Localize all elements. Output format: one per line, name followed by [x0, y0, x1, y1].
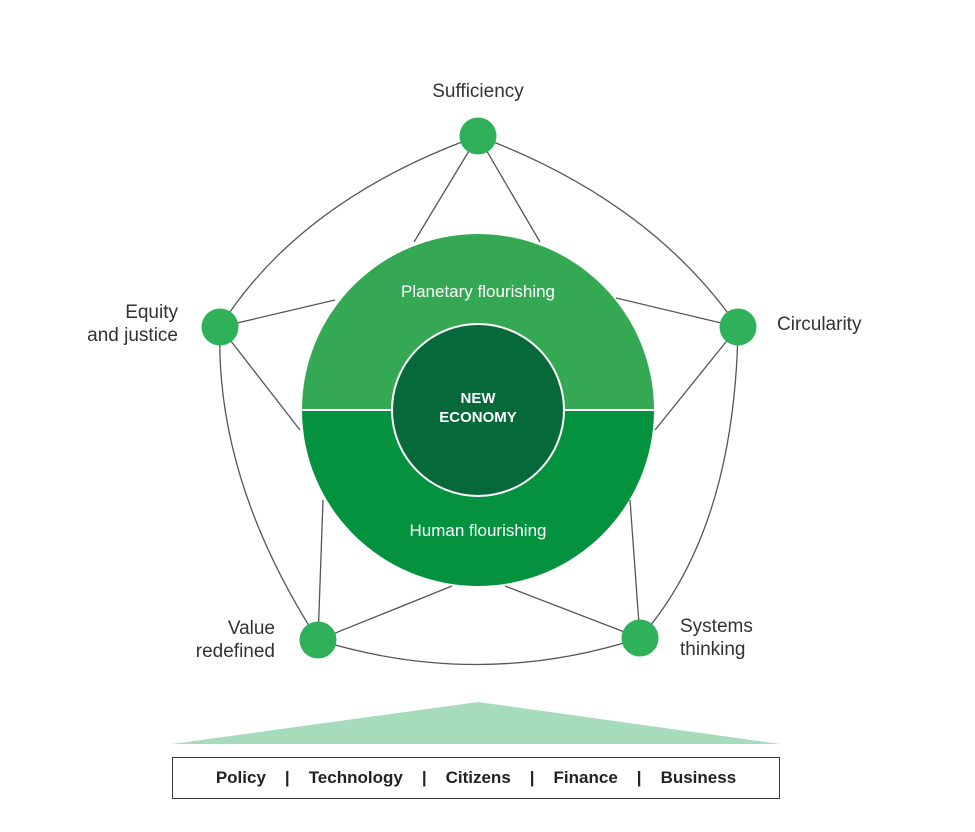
node-value-redefined: [299, 621, 337, 659]
lower-half-ring: [302, 410, 654, 586]
spoke-equity-bottom: [219, 326, 301, 431]
arc-value-equity: [219, 326, 319, 641]
label-value-redefined-line1: Value: [227, 618, 275, 639]
spoke-circularity-bottom: [654, 326, 739, 431]
label-equity-justice-line1: Equity: [125, 302, 178, 323]
bar-separator: |: [636, 768, 642, 787]
label-sufficiency: Sufficiency: [408, 80, 548, 103]
upper-half-ring: [302, 234, 654, 410]
bar-item-finance: Finance: [553, 768, 618, 787]
spoke-circularity-top: [615, 297, 739, 328]
spoke-sufficiency-right: [477, 135, 541, 243]
spoke-systems-top: [629, 499, 641, 639]
arc-sufficiency-circularity: [477, 135, 739, 328]
spoke-value-top: [317, 499, 324, 641]
bar-separator: |: [284, 768, 290, 787]
spoke-value-right: [317, 585, 453, 641]
bar-item-technology: Technology: [308, 768, 403, 787]
bar-item-policy: Policy: [215, 768, 266, 787]
bar-item-citizens: Citizens: [445, 768, 511, 787]
bar-separator: |: [529, 768, 535, 787]
stakeholder-bar: Policy | Technology | Citizens | Finance…: [172, 757, 780, 799]
label-equity-justice: Equity and justice: [38, 301, 178, 347]
spoke-sufficiency-left: [413, 135, 479, 243]
lower-half-label: Human flourishing: [409, 521, 546, 540]
center-label-line2: ECONOMY: [439, 409, 517, 426]
base-triangle: [172, 702, 780, 744]
bar-separator: |: [421, 768, 427, 787]
pentagon-nodes: [201, 117, 757, 659]
center-label-line1: NEW: [461, 390, 497, 407]
center-circle: [391, 323, 565, 497]
label-sufficiency-line1: Sufficiency: [432, 81, 524, 102]
upper-half-label: Planetary flourishing: [401, 282, 555, 301]
spoke-equity-top: [219, 299, 336, 328]
label-circularity: Circularity: [777, 313, 917, 336]
label-value-redefined: Value redefined: [135, 617, 275, 663]
arc-systems-value: [317, 637, 641, 666]
arc-equity-sufficiency: [219, 135, 479, 328]
spoke-systems-left: [504, 585, 641, 639]
label-systems-thinking: Systems thinking: [680, 615, 820, 661]
node-equity-justice: [201, 308, 239, 346]
node-sufficiency: [459, 117, 497, 155]
arc-circularity-systems: [639, 326, 739, 639]
bar-item-business: Business: [660, 768, 737, 787]
label-circularity-line1: Circularity: [777, 314, 862, 335]
node-systems-thinking: [621, 619, 659, 657]
label-equity-justice-line2: and justice: [87, 325, 178, 346]
label-systems-thinking-line1: Systems: [680, 616, 753, 637]
label-value-redefined-line2: redefined: [195, 641, 275, 662]
connector-lines: [219, 135, 739, 666]
node-circularity: [719, 308, 757, 346]
label-systems-thinking-line2: thinking: [680, 639, 746, 660]
